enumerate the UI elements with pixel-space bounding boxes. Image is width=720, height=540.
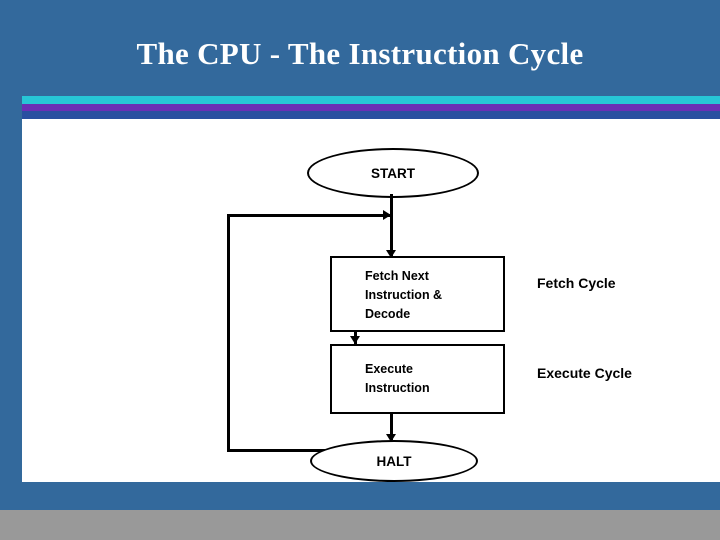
- arrowhead-execute-to-halt: [386, 434, 396, 442]
- edge-loop-top-rail: [227, 214, 393, 217]
- node-fetch-next-instruction: Fetch Next Instruction & Decode: [330, 256, 505, 332]
- node-start: START: [307, 148, 479, 198]
- left-accent-bar: [0, 0, 22, 540]
- edge-execute-to-halt: [390, 414, 393, 440]
- node-start-label: START: [371, 165, 415, 181]
- annotation-fetch-cycle: Fetch Cycle: [537, 275, 616, 291]
- arrowhead-loop-to-fetch: [383, 210, 391, 220]
- node-fetch-line-1: Fetch Next: [365, 269, 429, 283]
- divider-stripe-cyan: [22, 96, 720, 104]
- node-fetch-line-2: Instruction &: [365, 288, 443, 302]
- bottom-blue-band: [0, 482, 720, 510]
- node-execute-line-2: Instruction: [365, 381, 430, 395]
- divider-stripe-blue: [22, 111, 720, 119]
- arrowhead-fetch-to-execute: [350, 336, 360, 344]
- bottom-left-accent: [0, 482, 22, 510]
- node-halt: HALT: [310, 440, 478, 482]
- page-title: The CPU - The Instruction Cycle: [136, 36, 584, 71]
- arrowhead-start-to-fetch: [386, 250, 396, 258]
- edge-loop-left-rail: [227, 214, 230, 452]
- edge-start-to-fetch: [390, 194, 393, 256]
- annotation-execute-cycle: Execute Cycle: [537, 365, 632, 381]
- divider-stripe-purple: [22, 104, 720, 111]
- node-execute-line-1: Execute: [365, 362, 413, 376]
- node-execute-instruction: Execute Instruction: [330, 344, 505, 414]
- node-halt-label: HALT: [376, 453, 412, 469]
- header-band: [22, 0, 720, 96]
- node-fetch-line-3: Decode: [365, 307, 411, 321]
- bottom-gray-band: [0, 510, 720, 540]
- edge-loop-bottom-rail: [227, 449, 330, 452]
